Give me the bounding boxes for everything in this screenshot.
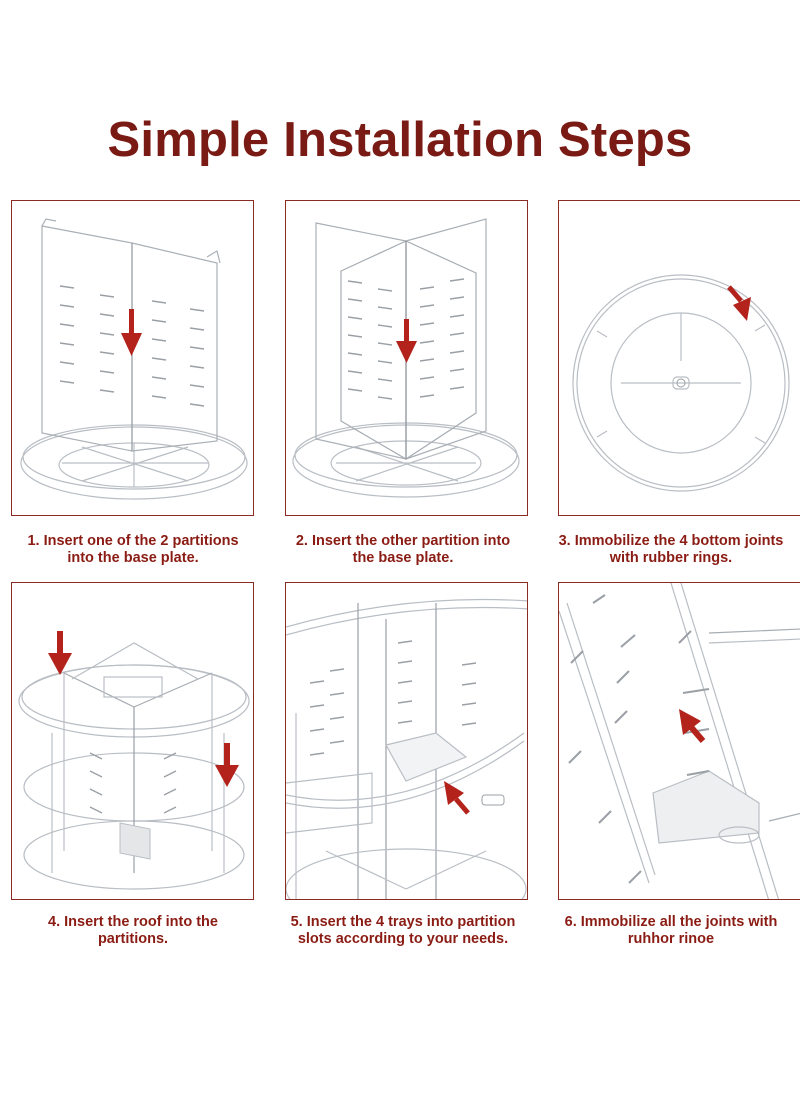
down-arrow-icon — [48, 631, 72, 675]
step-5-caption-line1: 5. Insert the 4 trays into partition — [290, 914, 516, 930]
step-1-caption: 1. Insert one of the 2 partitions into t… — [2, 533, 264, 567]
step-4-caption: 4. Insert the roof into the partitions. — [2, 914, 264, 948]
page-title: Simple Installation Steps — [107, 113, 693, 167]
step-5-drawing — [286, 598, 527, 899]
step-3-caption: 3. Immobilize the 4 bottom joints with r… — [542, 533, 800, 567]
step-4-drawing — [18, 631, 250, 890]
up-left-arrow-icon — [444, 781, 470, 815]
step-3-drawing — [572, 274, 790, 492]
step-6-caption-line2: ruhhor rinoe — [627, 931, 715, 947]
step-4-caption-line2: partitions. — [97, 931, 169, 947]
down-arrow-icon — [215, 743, 239, 787]
step-2-caption: 2. Insert the other partition into the b… — [272, 533, 534, 567]
step-1-caption-line1: 1. Insert one of the 2 partitions — [27, 533, 239, 549]
step-1-drawing — [20, 218, 248, 500]
step-5-caption: 5. Insert the 4 trays into partition slo… — [272, 914, 534, 948]
step-6-caption-line1: 6. Immobilize all the joints with — [564, 914, 778, 930]
down-arrow-icon — [121, 309, 142, 356]
step-2-caption-line1: 2. Insert the other partition into — [295, 533, 511, 549]
step-2-caption-line2: the base plate. — [352, 550, 454, 566]
step-3-caption-line1: 3. Immobilize the 4 bottom joints — [558, 533, 784, 549]
step-4-caption-line1: 4. Insert the roof into the — [48, 914, 218, 930]
step-6-caption: 6. Immobilize all the joints with ruhhor… — [542, 914, 800, 948]
down-arrow-icon — [396, 319, 417, 363]
step-3-illustration — [558, 200, 800, 516]
up-left-arrow-icon — [679, 709, 706, 743]
step-3-caption-line2: with rubber rings. — [609, 550, 733, 566]
step-6-drawing — [559, 583, 800, 899]
step-1-illustration — [11, 200, 254, 516]
step-1-caption-line2: into the base plate. — [67, 550, 199, 566]
step-2-illustration — [285, 200, 528, 516]
step-5-caption-line2: slots according to your needs. — [297, 931, 509, 947]
step-2-drawing — [292, 218, 520, 498]
step-5-illustration — [285, 582, 528, 900]
down-right-arrow-icon — [727, 285, 751, 321]
step-4-illustration — [11, 582, 254, 900]
step-6-illustration — [558, 582, 800, 900]
